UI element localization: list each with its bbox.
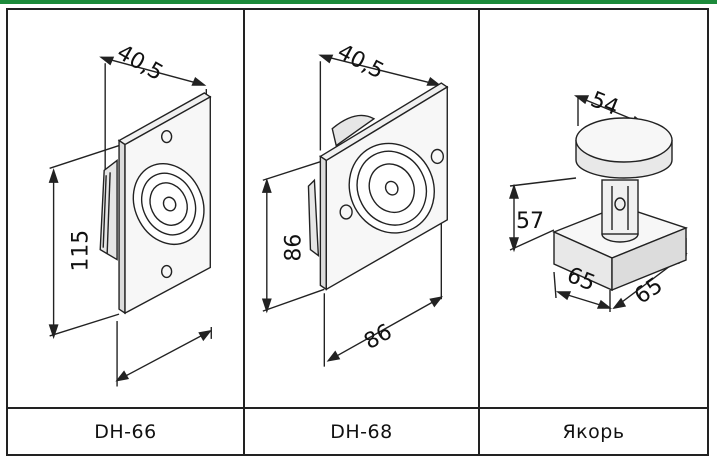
dh68-width-label: 40,5 <box>333 39 388 84</box>
dh68-name-cell: DH-68 <box>245 407 478 454</box>
anchor-diameter-label: 54 <box>587 87 622 121</box>
product-table: 40,5 115 DH-66 <box>6 8 709 456</box>
dh66-height-label: 115 <box>68 230 93 272</box>
dh66-drawing: 40,5 115 <box>48 40 212 387</box>
dh68-height-label: 86 <box>282 234 307 262</box>
dh66-name-cell: DH-66 <box>8 407 243 454</box>
product-column-anchor: 54 57 65 65 Якорь <box>480 10 707 454</box>
anchor-name-cell: Якорь <box>480 407 707 454</box>
product-column-dh68: 40,5 86 86 DH-68 <box>245 10 480 454</box>
anchor-drawing: 54 57 65 65 <box>509 87 689 312</box>
accent-bar <box>0 0 717 4</box>
anchor-height-label: 57 <box>516 209 544 234</box>
product-column-dh66: 40,5 115 DH-66 <box>8 10 245 454</box>
dh68-name: DH-68 <box>330 420 393 443</box>
dh68-drawing: 40,5 86 86 <box>261 39 449 367</box>
dh66-width-label: 40,5 <box>113 40 168 86</box>
dh66-name: DH-66 <box>94 420 157 443</box>
anchor-name: Якорь <box>562 420 625 443</box>
